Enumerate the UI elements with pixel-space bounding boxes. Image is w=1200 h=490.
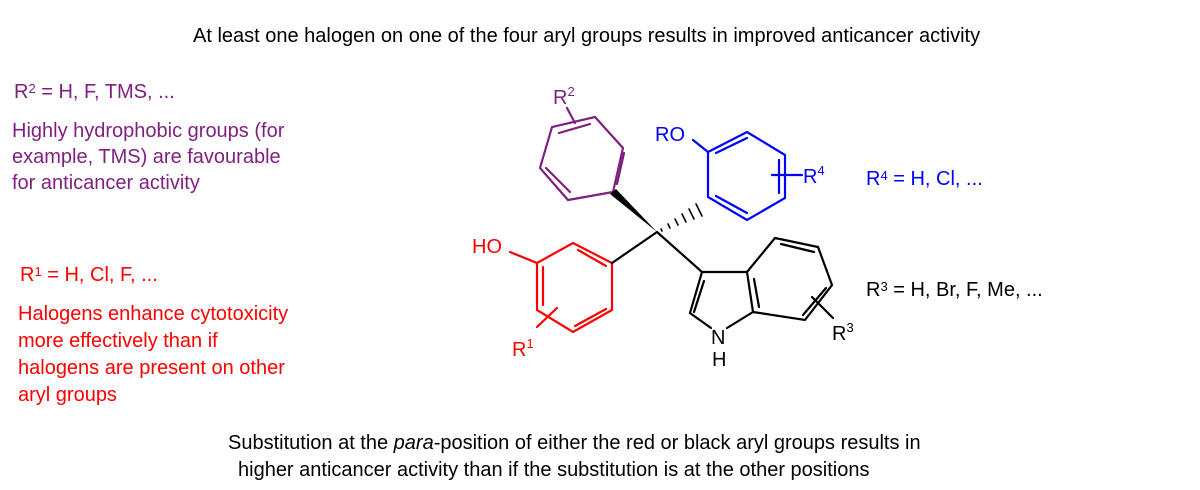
r4-values: = H, Cl, ... [887, 168, 983, 190]
r1-sup: 1 [34, 264, 42, 279]
ro-label: RO [655, 124, 685, 146]
r1-note-4: aryl groups [18, 384, 117, 406]
r2-note-2: example, TMS) are favourable [12, 146, 281, 168]
ho-label: HO [472, 236, 502, 258]
r3-prefix: R [866, 279, 881, 301]
r1-values: = H, Cl, F, ... [41, 264, 158, 286]
central-bonds [610, 230, 704, 274]
footer-line-2: higher anticancer activity than if the s… [238, 459, 870, 481]
r4-definition: R4 = H, Cl, ... [866, 167, 983, 192]
r1-definition: R1 = H, Cl, F, ... [20, 263, 158, 288]
purple-aryl-ring [538, 106, 626, 202]
r2-note-3: for anticancer activity [12, 172, 200, 194]
r1-note-3: halogens are present on other [18, 357, 285, 379]
r2-definition: R2 = H, F, TMS, ... [14, 80, 175, 105]
r4-sup: 4 [880, 168, 888, 183]
wedge-bond [610, 189, 657, 232]
footer-pre: Substitution at the [228, 432, 394, 454]
r3-values: = H, Br, F, Me, ... [887, 279, 1043, 301]
r3-label: R3 [832, 320, 854, 345]
r1-note-2: more effectively than if [18, 330, 218, 352]
r2-prefix: R [14, 81, 29, 103]
nh-hydrogen-label: H [712, 349, 726, 371]
r2-label: R2 [553, 84, 575, 109]
header-text: At least one halogen on one of the four … [193, 25, 981, 47]
hashed-bond [660, 203, 703, 232]
footer-post: -position of either the red or black ary… [433, 432, 921, 454]
red-aryl-ring [508, 241, 614, 334]
r2-sup: 2 [28, 81, 36, 96]
r1-prefix: R [20, 264, 35, 286]
r4-prefix: R [866, 168, 881, 190]
r2-note-1: Highly hydrophobic groups (for [12, 120, 285, 142]
footer-line-1: Substitution at the para-position of eit… [228, 431, 921, 456]
r4-label: R4 [803, 163, 825, 188]
blue-aryl-ring [691, 130, 804, 222]
r3-definition: R3 = H, Br, F, Me, ... [866, 278, 1043, 303]
r1-label: R1 [512, 336, 534, 361]
footer-para: para [393, 432, 434, 454]
r1-note-1: Halogens enhance cytotoxicity [18, 303, 289, 325]
r3-sup: 3 [880, 279, 888, 294]
nitrogen-label: N [711, 327, 725, 349]
r2-values: = H, F, TMS, ... [35, 81, 175, 103]
indole-ring [688, 236, 835, 330]
